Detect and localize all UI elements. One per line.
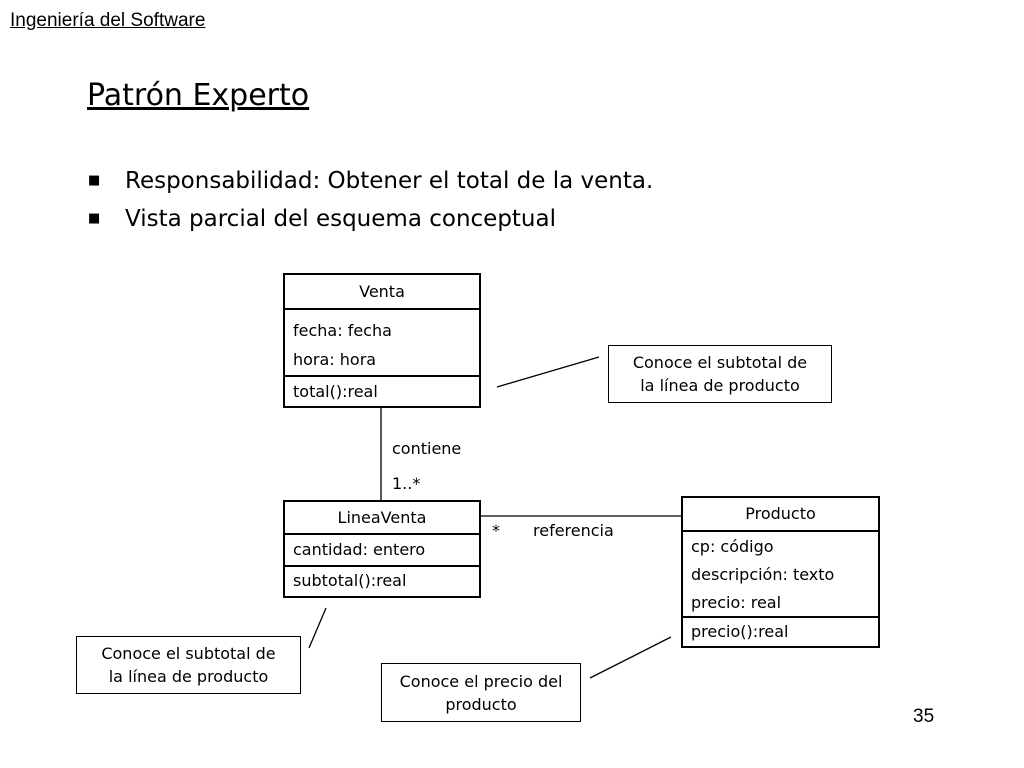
class-operations: precio():real: [683, 618, 878, 646]
class-attributes: cp: código descripción: texto precio: re…: [683, 532, 878, 618]
bullet-square-icon: ■: [88, 173, 101, 188]
association-label-contiene: contiene: [392, 439, 462, 458]
class-operations: total():real: [285, 377, 479, 406]
class-name: Producto: [683, 498, 878, 532]
bullet-item: ■ Responsabilidad: Obtener el total de la…: [88, 168, 653, 194]
note-producto: Conoce el precio del producto: [381, 663, 581, 722]
class-lineaventa: LineaVenta cantidad: entero subtotal():r…: [283, 500, 481, 598]
operation: precio():real: [691, 622, 789, 641]
page-number: 35: [913, 706, 935, 727]
bullet-square-icon: ■: [88, 211, 101, 226]
class-name: LineaVenta: [285, 502, 479, 535]
class-attributes: fecha: fecha hora: hora: [285, 310, 479, 377]
class-operations: subtotal():real: [285, 567, 479, 596]
note-connector-lineaventa: [308, 607, 327, 649]
bullet-text: Responsabilidad: Obtener el total de la …: [125, 168, 654, 194]
operation: total():real: [293, 382, 378, 401]
slide-title: Patrón Experto: [87, 78, 310, 113]
note-connector-producto: [589, 636, 672, 679]
class-attributes: cantidad: entero: [285, 535, 479, 567]
note-line: Conoce el precio del: [399, 671, 563, 691]
attribute: fecha: fecha: [293, 321, 392, 340]
note-line: Conoce el subtotal de: [101, 644, 276, 663]
class-venta: Venta fecha: fecha hora: hora total():re…: [283, 273, 481, 408]
operation: subtotal():real: [293, 571, 407, 590]
attribute: cp: código: [691, 537, 774, 556]
note-connector-venta: [496, 356, 600, 388]
attribute: cantidad: entero: [293, 540, 426, 559]
bullet-text: Vista parcial del esquema conceptual: [125, 206, 556, 232]
note-line: Conoce el subtotal de: [632, 353, 808, 372]
course-header: Ingeniería del Software: [10, 10, 206, 31]
note-venta: Conoce el subtotal de la línea de produc…: [608, 345, 832, 403]
attribute: hora: hora: [293, 350, 377, 369]
class-producto: Producto cp: código descripción: texto p…: [681, 496, 880, 648]
association-label-referencia: referencia: [533, 521, 614, 540]
note-line: producto: [445, 694, 517, 714]
note-line: la línea de producto: [640, 376, 800, 395]
bullet-item: ■ Vista parcial del esquema conceptual: [88, 206, 556, 232]
attribute: precio: real: [691, 593, 782, 612]
multiplicity-label: 1..*: [392, 474, 421, 493]
multiplicity-label: *: [492, 521, 500, 540]
attribute: descripción: texto: [691, 565, 835, 584]
note-lineaventa: Conoce el subtotal de la línea de produc…: [76, 636, 301, 694]
note-line: la línea de producto: [108, 667, 269, 686]
class-name: Venta: [285, 275, 479, 310]
